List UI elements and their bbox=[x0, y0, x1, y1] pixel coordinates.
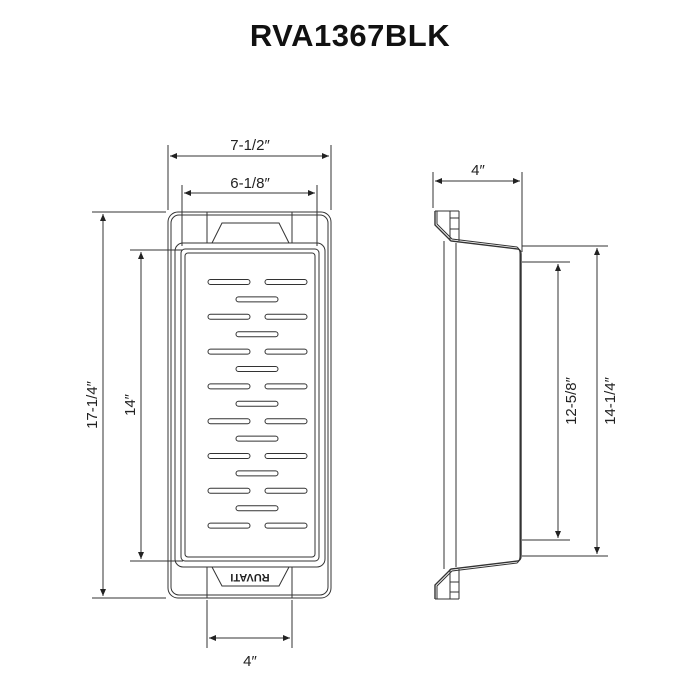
drain-slot bbox=[235, 435, 279, 442]
drain-slot bbox=[207, 418, 251, 425]
dim-inner-length: 14″ bbox=[122, 393, 139, 416]
drain-slot bbox=[235, 505, 279, 512]
drain-slot bbox=[207, 279, 251, 285]
drain-slot bbox=[264, 453, 308, 459]
drain-slot bbox=[264, 522, 308, 529]
drain-slot bbox=[207, 487, 251, 494]
tray-basin bbox=[180, 248, 320, 562]
outer-frame-inner-edge bbox=[170, 214, 329, 596]
side-view bbox=[434, 210, 522, 600]
drain-slot bbox=[264, 348, 308, 355]
drain-slot bbox=[207, 348, 251, 355]
drain-slot bbox=[264, 279, 308, 285]
side-dimensions: 4″ 12-5/8″ 14-1/4″ bbox=[432, 162, 619, 557]
drain-slots bbox=[207, 279, 308, 529]
product-model-title: RVA1367BLK bbox=[249, 18, 451, 53]
drain-slot bbox=[207, 313, 251, 320]
dim-outer-length: 17-1/4″ bbox=[84, 380, 101, 429]
dim-outer-width: 7-1/2″ bbox=[230, 137, 270, 154]
top-handle bbox=[206, 212, 293, 244]
drain-slot bbox=[235, 470, 279, 477]
drain-slot bbox=[264, 418, 308, 425]
dim-side-outer-length: 14-1/4″ bbox=[602, 376, 619, 425]
drain-slot bbox=[235, 366, 279, 372]
drain-slot bbox=[235, 296, 279, 303]
drain-slot bbox=[207, 522, 251, 529]
drain-slot bbox=[207, 383, 251, 390]
dim-inner-width: 6-1/8″ bbox=[230, 175, 270, 192]
bottom-handle bbox=[206, 566, 293, 598]
dim-handle-width: 4″ bbox=[243, 653, 257, 670]
dim-side-inner-length: 12-5/8″ bbox=[563, 376, 580, 425]
outer-frame bbox=[167, 211, 332, 599]
front-view: RUVATI bbox=[167, 211, 332, 599]
drain-slot bbox=[264, 313, 308, 320]
drain-slot bbox=[235, 331, 279, 338]
front-dimensions: 7-1/2″ 6-1/8″ 17-1/4″ 14″ 4″ bbox=[84, 137, 332, 670]
drain-slot bbox=[264, 487, 308, 494]
drain-slot bbox=[235, 400, 279, 407]
dim-side-depth: 4″ bbox=[471, 162, 485, 179]
tray-rim bbox=[174, 242, 326, 568]
drain-slot bbox=[264, 383, 308, 390]
tray-floor bbox=[184, 252, 316, 558]
drain-slot bbox=[207, 453, 251, 459]
ruvati-logo: RUVATI bbox=[230, 571, 269, 583]
